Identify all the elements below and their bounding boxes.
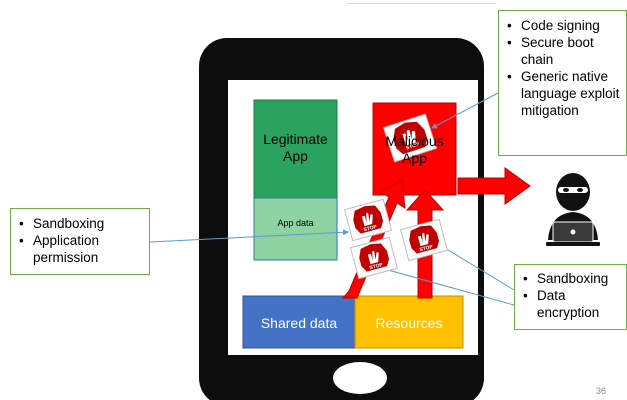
page-number: 36 <box>596 386 607 396</box>
callout-sandboxing-permission-list: Sandboxing Application permission <box>17 215 145 266</box>
list-item: Application permission <box>17 232 145 266</box>
connector-top-callout <box>431 92 499 129</box>
stop-sign-text: STOP <box>369 262 384 271</box>
callout-sandboxing-encryption: Sandboxing Data encryption <box>514 264 627 330</box>
list-item: Data encryption <box>521 287 622 321</box>
arrow-malicious-to-hacker <box>457 167 531 205</box>
hacker-icon <box>546 173 600 246</box>
stop-hand-icon: STOP <box>382 113 438 163</box>
stop-sign-text: STOP <box>405 141 420 151</box>
callout-code-signing: Code signing Secure boot chain Generic n… <box>498 10 627 156</box>
callout-code-signing-list: Code signing Secure boot chain Generic n… <box>505 17 622 119</box>
app-data-box <box>253 197 338 261</box>
callout-sandboxing-encryption-list: Sandboxing Data encryption <box>521 270 622 321</box>
stop-hand-icon: STOP <box>399 218 449 262</box>
malicious-app-label: Malicious App <box>385 133 444 166</box>
divider-line <box>346 3 496 4</box>
legitimate-app-box <box>253 99 338 199</box>
stop-hand-icon: STOP <box>343 198 393 242</box>
connector-bottom-callout-2 <box>369 264 515 306</box>
list-item: Secure boot chain <box>505 34 622 68</box>
connector-bottom-callout-1 <box>439 244 515 291</box>
list-item: Generic native language exploit mitigati… <box>505 68 622 119</box>
list-item: Code signing <box>505 17 622 34</box>
stop-hand-icon: STOP <box>349 236 399 280</box>
legitimate-app-label: Legitimate App <box>263 131 328 164</box>
list-item: Sandboxing <box>17 215 145 232</box>
home-button-icon[interactable] <box>333 362 387 394</box>
app-data-label: App data <box>277 218 314 228</box>
callout-sandboxing-permission: Sandboxing Application permission <box>10 208 150 275</box>
shared-data-label: Shared data <box>260 315 338 331</box>
list-item: Sandboxing <box>521 270 622 287</box>
stop-sign-text: STOP <box>363 224 378 233</box>
resources-box <box>354 295 464 349</box>
connector-left-callout <box>149 229 349 243</box>
resources-label: Resources <box>375 315 443 331</box>
stop-sign-text: STOP <box>419 244 434 253</box>
